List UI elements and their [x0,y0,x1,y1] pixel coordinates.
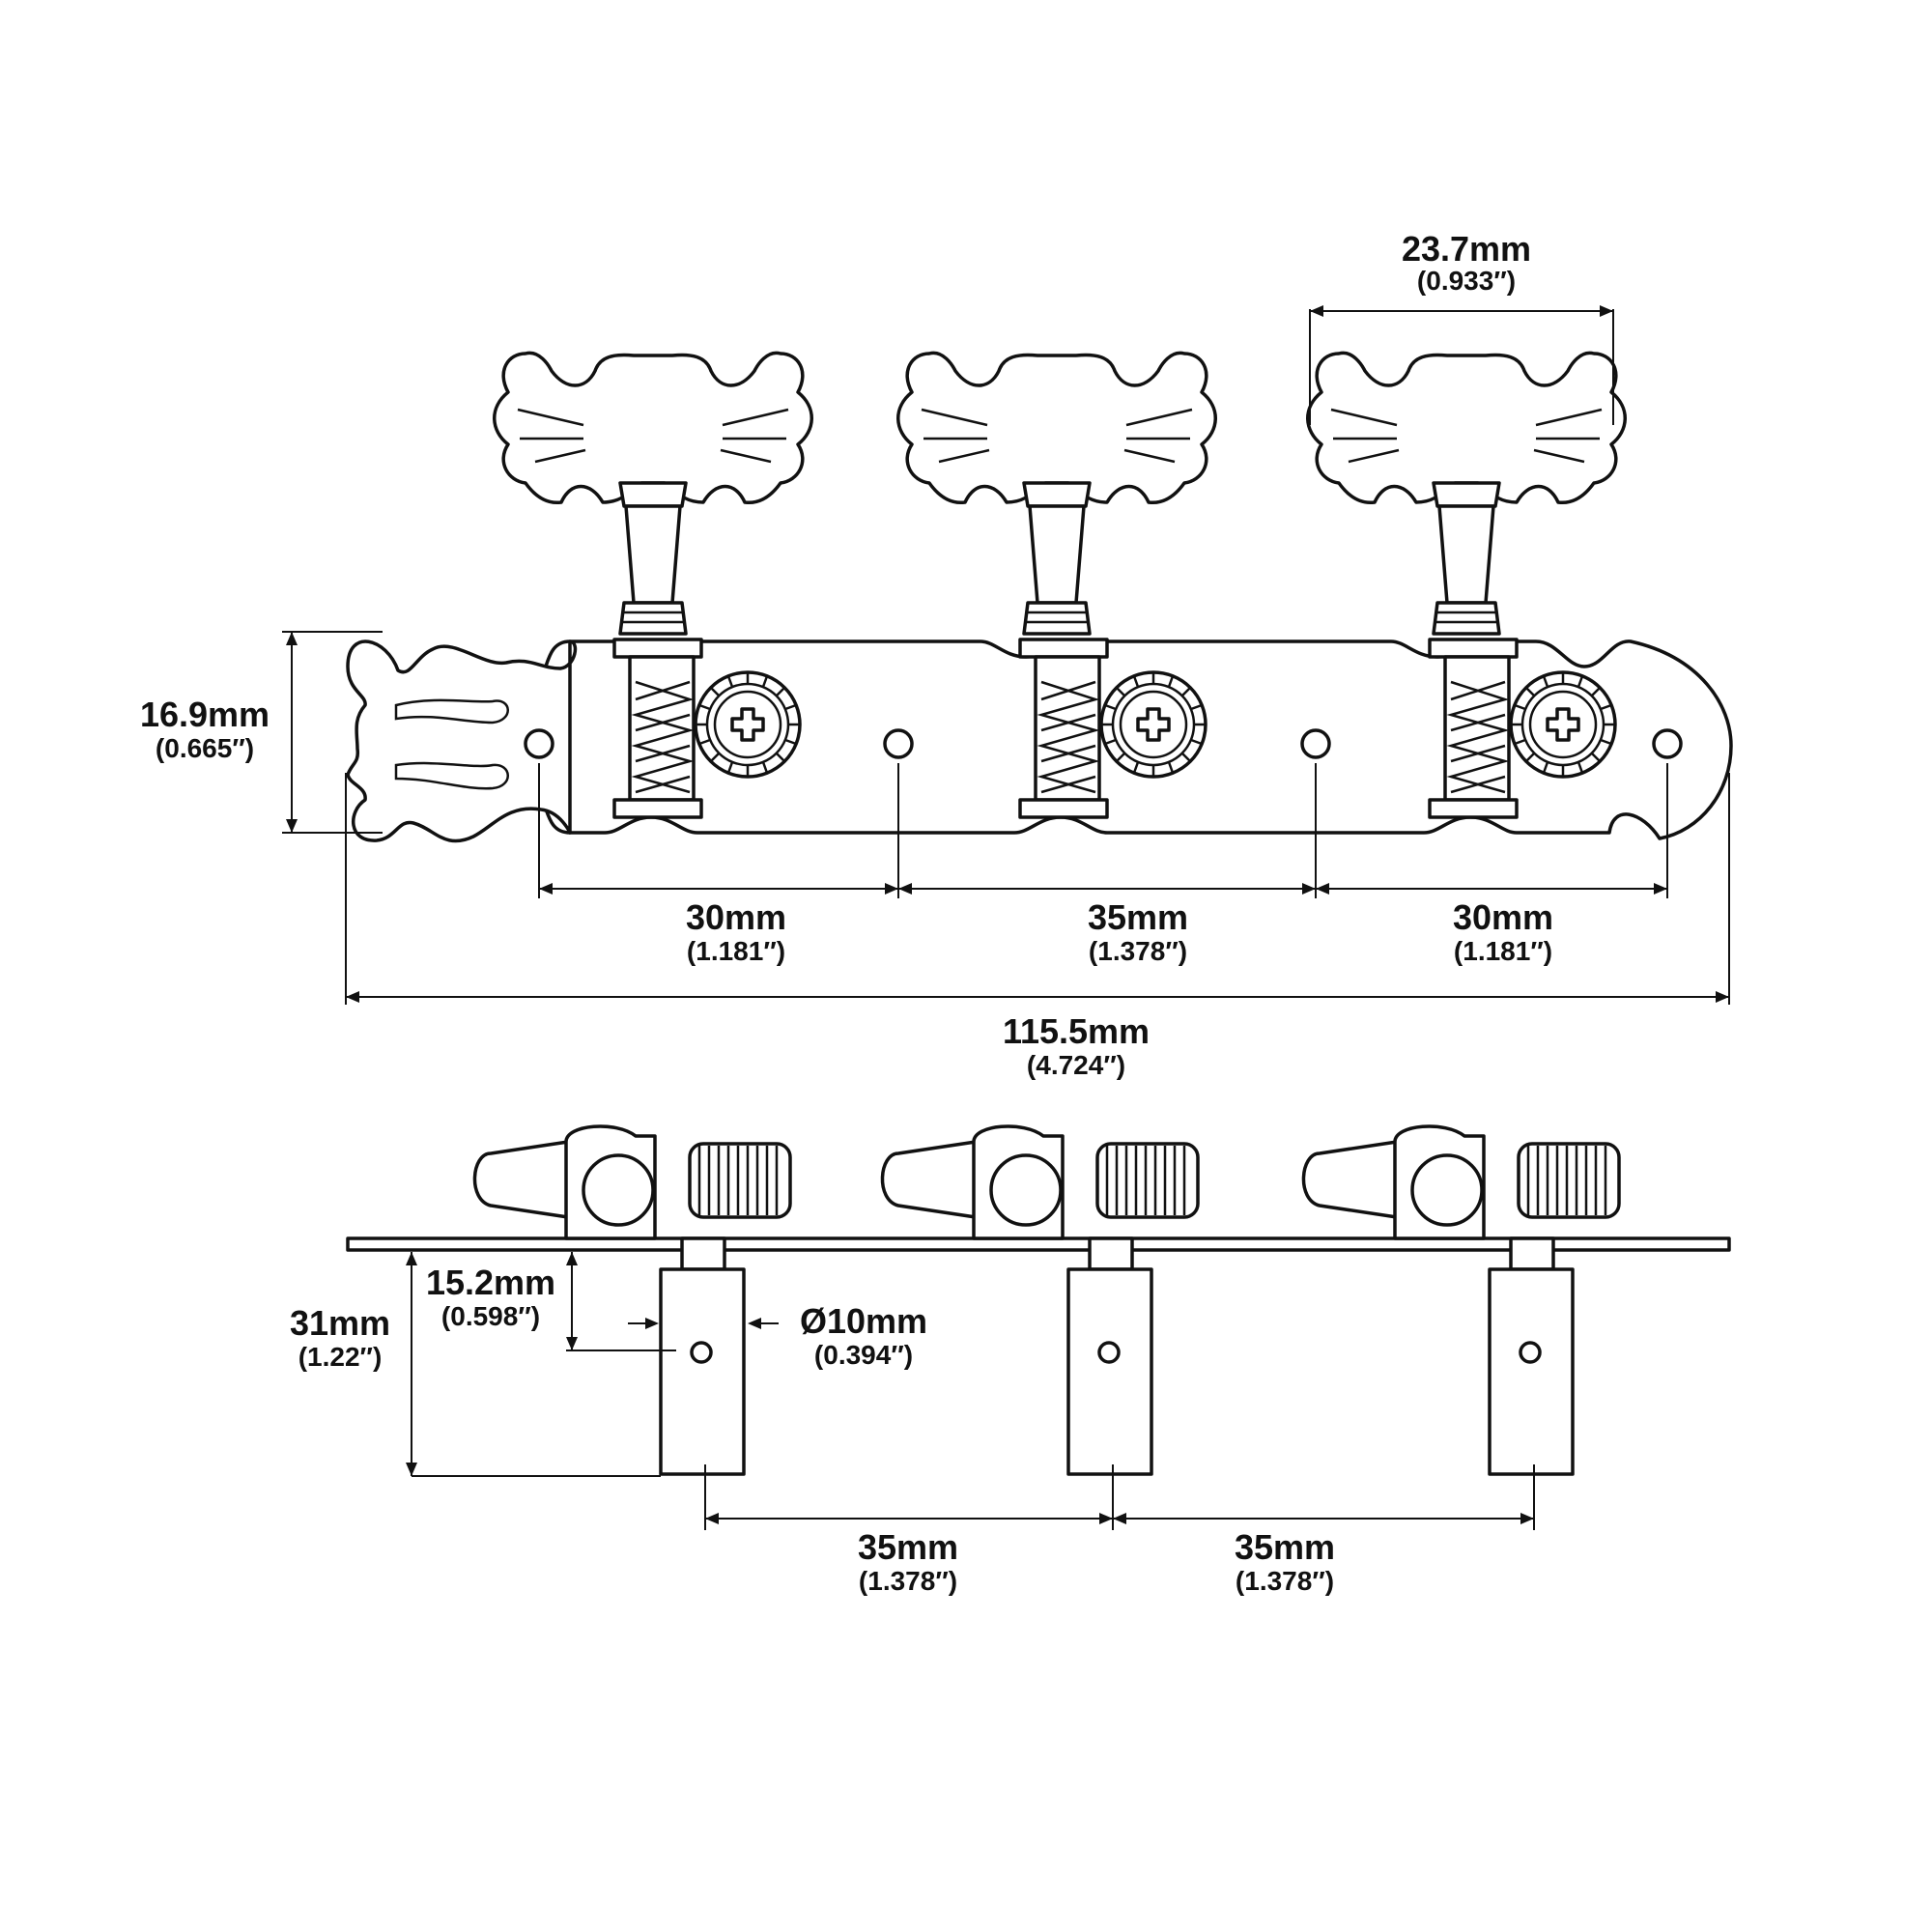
label-inch: (1.378″) [1089,936,1187,966]
label-total-length: 115.5mm (4.724″) [1003,1011,1150,1080]
label-roller-diameter: Ø10mm (0.394″) [800,1301,927,1370]
label-mm: 30mm [1453,897,1553,937]
side-dimension-lines [406,1252,1535,1530]
label-hole-spacing-2: 35mm (1.378″) [1088,897,1188,966]
label-mm: 115.5mm [1003,1011,1150,1051]
plate-lyre-end [346,639,578,843]
label-mm: Ø10mm [800,1301,927,1341]
label-inch: (1.181″) [1454,936,1552,966]
side-view [346,1124,1731,1476]
label-mm: 35mm [858,1527,958,1567]
label-inch: (0.394″) [814,1340,913,1370]
label-mm: 15.2mm [426,1263,555,1302]
label-hole-spacing-3: 30mm (1.181″) [1453,897,1553,966]
label-button-width: 23.7mm (0.933″) [1402,229,1531,296]
top-view [346,351,1733,843]
label-mm: 35mm [1235,1527,1335,1567]
label-inch: (0.665″) [156,733,254,763]
label-mm: 31mm [290,1303,390,1343]
label-mm: 35mm [1088,897,1188,937]
label-inch: (1.378″) [859,1566,957,1596]
label-inch: (1.378″) [1236,1566,1334,1596]
label-hole-spacing-1: 30mm (1.181″) [686,897,786,966]
label-mm: 23.7mm [1402,229,1531,269]
label-mm: 30mm [686,897,786,937]
top-dimension-lines [282,305,1730,1005]
label-inch: (0.598″) [441,1301,540,1331]
label-roller-spacing-1: 35mm (1.378″) [858,1527,958,1596]
label-mm: 16.9mm [140,695,270,734]
label-inch: (0.933″) [1417,266,1516,296]
label-plate-height: 16.9mm (0.665″) [140,695,270,763]
label-inch: (1.22″) [298,1342,383,1372]
label-roller-spacing-2: 35mm (1.378″) [1235,1527,1335,1596]
side-tuner-2 [880,1124,1200,1476]
label-roller-offset: 15.2mm (0.598″) [426,1263,555,1331]
label-roller-length: 31mm (1.22″) [290,1303,390,1372]
label-inch: (1.181″) [687,936,785,966]
side-tuner-3 [1301,1124,1621,1476]
label-inch: (4.724″) [1027,1050,1125,1080]
